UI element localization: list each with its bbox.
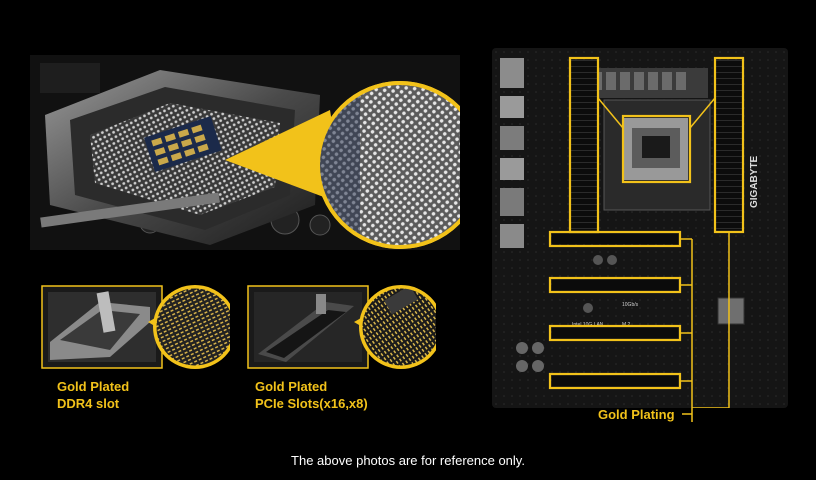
disclaimer-caption: The above photos are for reference only. (291, 453, 525, 468)
ddr4-label-line2: DDR4 slot (57, 396, 120, 411)
pcie-slot-illustration (247, 285, 436, 369)
gold-plating-label: Gold Plating (598, 407, 675, 422)
cpu-socket-photo (30, 55, 460, 250)
pcie-label-line1: Gold Plated (255, 379, 328, 394)
pcie-slot-photo (246, 282, 436, 372)
pcie-label-line2: PCIe Slots(x16,x8) (255, 396, 368, 411)
ddr4-label: Gold Plated DDR4 slot (57, 378, 129, 412)
cpu-socket-highlight (621, 114, 692, 184)
ddr4-slot-illustration (41, 285, 230, 369)
cpu-socket-illustration (30, 55, 460, 250)
motherboard-illustration: GIGABYTE 10Gb/s Intel 10G LAN M.2 (492, 48, 788, 408)
pcie-label: Gold Plated PCIe Slots(x16,x8) (255, 378, 368, 412)
ddr4-label-line1: Gold Plated (57, 379, 130, 394)
board-brand-text: GIGABYTE (749, 155, 760, 208)
gold-plating-connectors (597, 97, 730, 408)
ddr4-slot-photo (40, 282, 230, 372)
board-lan-mark-text: 10Gb/s (622, 302, 639, 308)
motherboard-photo: GIGABYTE 10Gb/s Intel 10G LAN M.2 (492, 48, 788, 408)
